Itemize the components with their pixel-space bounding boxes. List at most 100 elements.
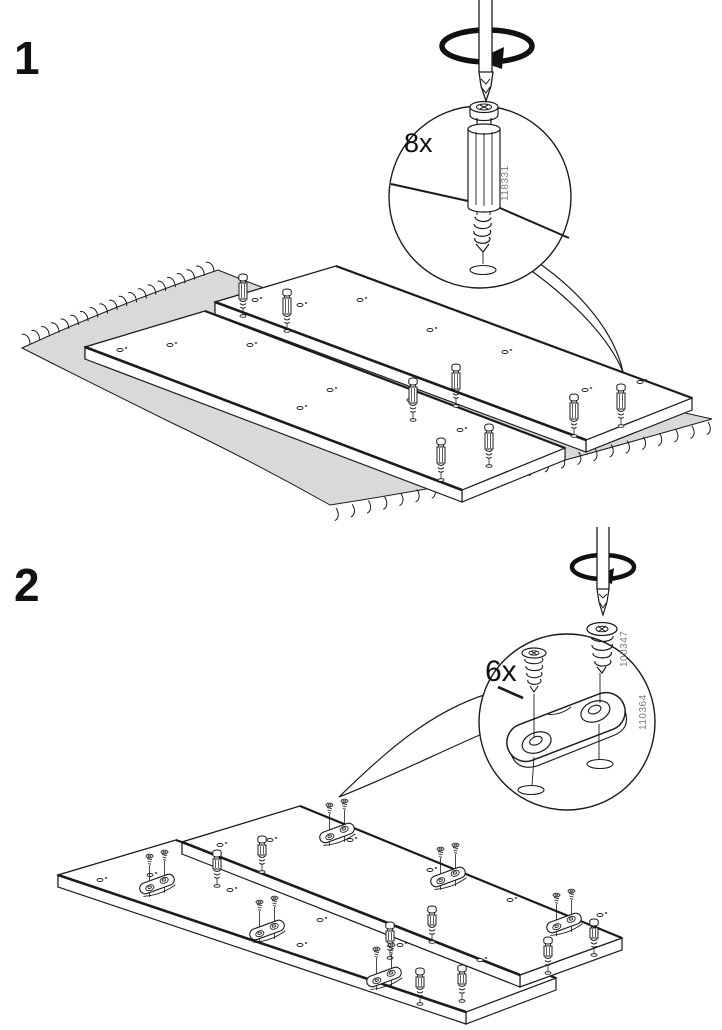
pilot-hole-icon: [216, 843, 224, 847]
dowel-screw-icon: [436, 437, 446, 482]
pilot-hole-icon: [596, 913, 604, 917]
dowel-screw-icon: [408, 377, 418, 422]
pilot-hole-icon: [96, 878, 104, 882]
bracket-icon: [319, 822, 356, 846]
hole-mark: [234, 887, 238, 889]
hole-mark: [304, 942, 308, 944]
part-number-110364: 110364: [638, 694, 649, 730]
hole-mark: [224, 842, 228, 844]
part-number-118331: 118331: [500, 165, 511, 201]
step1-dowels: [238, 273, 626, 482]
fringe-strand: [31, 329, 41, 341]
step1-magnifier: 118331 8x: [388, 100, 572, 289]
fringe-strand: [137, 288, 147, 299]
panel-far-edge: [204, 309, 566, 450]
dowel-screw-icon: [616, 383, 626, 428]
fringe-strand: [60, 318, 70, 329]
dowel-screw-icon: [238, 273, 248, 318]
step2-leader-arrow: [338, 693, 488, 798]
bracket-icon: [506, 691, 628, 768]
hole-mark: [174, 342, 178, 344]
pilot-hole-icon: [636, 380, 644, 384]
screw-icon: [521, 647, 547, 693]
fringe-strand: [366, 500, 372, 514]
fringe-strand: [334, 507, 339, 522]
pilot-hole-icon: [326, 388, 334, 392]
pilot-hole-icon: [586, 758, 614, 770]
panel-near-edge: [214, 300, 587, 442]
phillips-tip-icon: [598, 593, 608, 609]
pilot-hole-icon: [146, 873, 154, 877]
hole-mark: [514, 897, 518, 899]
rug-fringe: [21, 261, 711, 522]
panel-edge-line: [390, 183, 570, 239]
hole-mark: [334, 387, 338, 389]
bracket-icon: [430, 866, 467, 890]
pilot-hole-icon: [426, 328, 434, 332]
panel-near-edge: [181, 840, 521, 977]
dowel-screw-icon: [415, 967, 425, 1006]
pilot-hole-icon: [476, 958, 484, 962]
hole-mark: [404, 942, 408, 944]
step2-panel-holes: [96, 837, 608, 962]
bracket-assembly: [139, 849, 176, 897]
hole-mark: [254, 342, 258, 344]
fringe-strand: [167, 276, 176, 288]
bracket-assembly: [430, 842, 467, 890]
hole-mark: [304, 405, 308, 407]
panel-far-edge: [335, 264, 693, 400]
bracket-icon: [139, 873, 176, 897]
hole-mark: [509, 349, 513, 351]
bracket-icon: [249, 919, 286, 943]
pilot-hole-icon: [296, 303, 304, 307]
step2-dowels: [212, 835, 599, 1006]
pilot-hole-icon: [296, 406, 304, 410]
dowel-screw-icon: [427, 905, 437, 944]
pilot-hole-icon: [316, 918, 324, 922]
dowel-screw-icon: [212, 849, 222, 888]
fringe-strand: [690, 425, 695, 439]
fringe-strand: [593, 447, 598, 462]
pilot-hole-icon: [426, 868, 434, 872]
hole-mark: [589, 387, 593, 389]
fringe-strand: [128, 292, 138, 303]
screw-icon: [586, 621, 618, 675]
dowel-screw-icon: [257, 835, 267, 874]
hole-mark: [434, 327, 438, 329]
pilot-hole-icon: [116, 348, 124, 352]
pilot-hole-icon: [246, 343, 254, 347]
pilot-hole-icon: [266, 838, 274, 842]
pilot-hole-icon: [506, 898, 514, 902]
pilot-hole-icon: [456, 428, 464, 432]
screwdriver-icon: [569, 527, 637, 618]
dowel-screw-icon: [569, 393, 579, 438]
hole-mark: [324, 917, 328, 919]
step1-quantity-label: 8x: [404, 128, 433, 158]
hole-mark: [364, 297, 368, 299]
hole-mark: [304, 302, 308, 304]
fringe-strand: [625, 440, 630, 454]
dowel-screw-icon: [589, 918, 599, 957]
pilot-hole-icon: [226, 888, 234, 892]
fringe-strand: [350, 503, 355, 518]
dowel-screw-icon: [282, 288, 292, 333]
pilot-hole-icon: [356, 298, 364, 302]
dowel-screw-icon: [484, 423, 494, 468]
fringe-strand: [79, 311, 89, 322]
dowel-screw-icon: [543, 936, 553, 975]
fringe-strand: [641, 436, 647, 451]
pilot-hole-icon: [517, 784, 545, 796]
hole-mark: [274, 837, 278, 839]
fringe-strand: [383, 496, 388, 510]
pilot-hole-icon: [251, 298, 259, 302]
pilot-hole-icon: [396, 943, 404, 947]
fringe-strand: [108, 299, 118, 310]
fringe-strand: [157, 280, 167, 291]
fringe-strand: [399, 492, 404, 507]
fringe-strand: [657, 432, 663, 447]
pilot-hole-icon: [166, 343, 174, 347]
bracket-assembly: [546, 888, 583, 936]
dowel-screw-icon: [467, 100, 501, 276]
fringe-strand: [196, 265, 205, 276]
fringe-strand: [577, 451, 582, 465]
